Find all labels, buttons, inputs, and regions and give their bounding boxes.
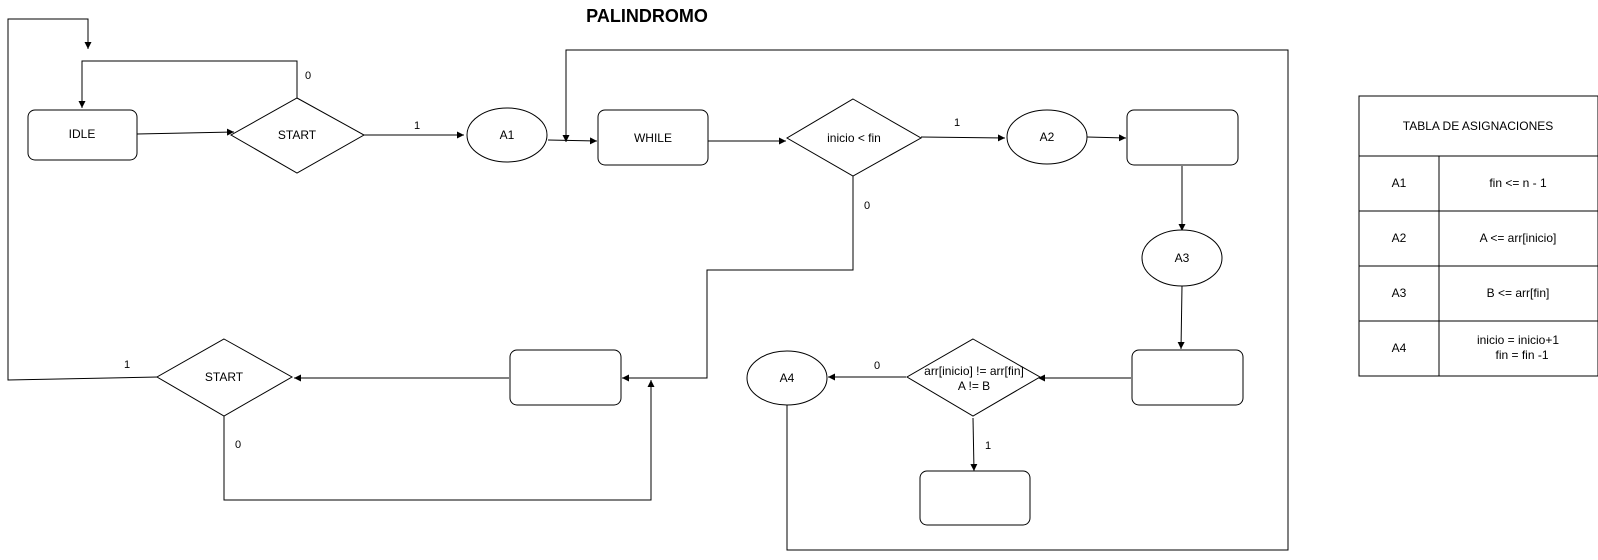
a1-action[interactable] [466, 107, 548, 163]
edge-a1-to-while [547, 137, 598, 145]
table-row-key: A2 [1392, 231, 1407, 245]
while-state-label: WHILE [634, 131, 672, 145]
loop-condition-label: inicio < fin [827, 131, 881, 145]
table-row-value: inicio = inicio+1 [1477, 333, 1559, 347]
box-after-a2[interactable] [1126, 109, 1239, 166]
idle-state[interactable] [27, 109, 138, 161]
connectors [7, 18, 1289, 551]
edge-cond-to-a2 [920, 134, 1006, 142]
table-row-value: A <= arr[inicio] [1480, 231, 1557, 245]
a3-action-label: A3 [1175, 251, 1190, 265]
compare-decision-line1: arr[inicio] != arr[fin] [924, 364, 1024, 378]
table-row-key: A1 [1392, 176, 1407, 190]
table-row-value: fin = fin -1 [1495, 348, 1548, 362]
diagram-title: PALINDROMO [586, 6, 708, 26]
label-start-top-false: 0 [305, 70, 311, 82]
compare-decision[interactable] [906, 338, 1042, 417]
idle-state-label: IDLE [69, 127, 96, 141]
a2-action-label: A2 [1040, 130, 1055, 144]
edge-labels: 1 0 1 0 0 1 1 0 [124, 70, 991, 452]
assignment-table: TABLA DE ASIGNACIONES A1 fin <= n - 1 A2… [1358, 95, 1598, 377]
compare-decision-line2: A != B [958, 379, 990, 393]
table-row-key: A4 [1392, 341, 1407, 355]
box-after-a3[interactable] [1131, 349, 1244, 406]
a4-action[interactable] [746, 350, 828, 406]
start-decision-bottom[interactable] [155, 338, 294, 417]
start-decision-bottom-label: START [205, 370, 244, 384]
box-below-compare[interactable] [919, 470, 1031, 526]
edge-a3-to-box [1177, 285, 1185, 350]
while-state[interactable] [597, 109, 709, 166]
label-start-bottom-true: 1 [124, 359, 130, 371]
table-row-key: A3 [1392, 286, 1407, 300]
edge-idle-to-start [136, 128, 235, 136]
edge-start-to-top [7, 18, 159, 381]
table-row-value: B <= arr[fin] [1487, 286, 1550, 300]
table-header: TABLA DE ASIGNACIONES [1403, 119, 1554, 133]
a3-action[interactable] [1141, 229, 1223, 287]
label-start-bottom-false: 0 [235, 439, 241, 451]
a1-action-label: A1 [500, 128, 515, 142]
nodes: IDLE START A1 WHILE inicio < fin A2 A3 a… [27, 97, 1244, 526]
edge-cond-to-box [622, 176, 854, 382]
edge-a4-to-while [562, 49, 1289, 551]
a4-action-label: A4 [780, 371, 795, 385]
start-decision-top[interactable] [229, 97, 366, 174]
edge-start-to-box [223, 380, 655, 501]
edge-start-to-idle [78, 60, 298, 108]
loop-condition-decision[interactable] [786, 98, 923, 177]
box-left[interactable] [509, 349, 622, 406]
edge-compare-to-box [970, 417, 978, 472]
label-cond-false: 0 [864, 200, 870, 212]
start-decision-top-label: START [278, 128, 317, 142]
table-row-value: fin <= n - 1 [1489, 176, 1547, 190]
label-compare-true: 1 [985, 440, 991, 452]
edge-a2-to-box [1086, 134, 1127, 142]
label-cond-true: 1 [954, 117, 960, 129]
a2-action[interactable] [1006, 109, 1088, 165]
label-compare-false: 0 [874, 360, 880, 372]
table-frame [1358, 95, 1598, 377]
label-start-top-true: 1 [414, 120, 420, 132]
